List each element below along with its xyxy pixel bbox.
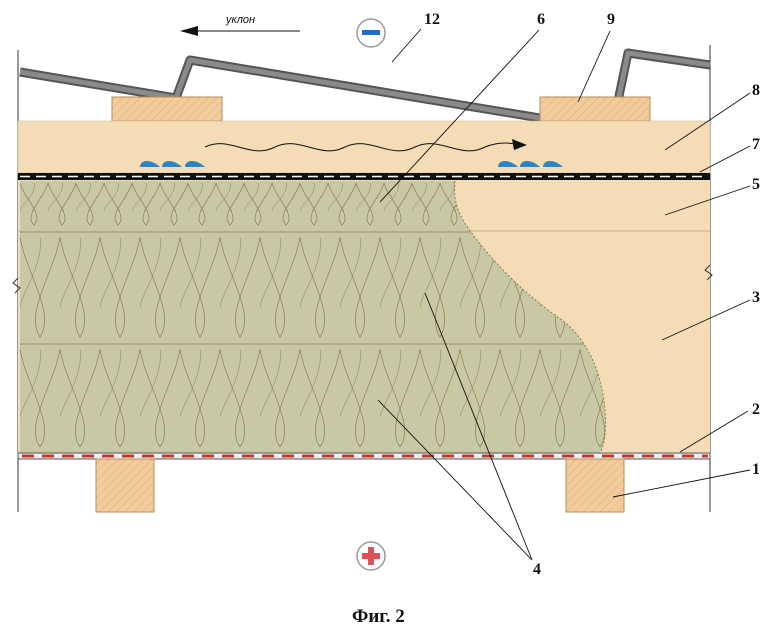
batten-left — [112, 97, 222, 121]
plus-circle-icon — [357, 542, 385, 570]
air-drop-icon-group-left — [140, 161, 205, 167]
callout-12: 12 — [424, 11, 440, 28]
callout-1: 1 — [752, 461, 760, 478]
callout-7: 7 — [752, 136, 760, 153]
callout-5: 5 — [752, 176, 760, 193]
callout-3: 3 — [752, 289, 760, 306]
slope-indicator: уклон — [180, 14, 300, 36]
ventilated-layer — [18, 121, 710, 173]
callout-4: 4 — [533, 561, 541, 578]
vapor-barrier — [18, 453, 710, 459]
slope-label: уклон — [225, 14, 255, 26]
batten-right — [540, 97, 650, 121]
callout-2: 2 — [752, 401, 760, 418]
callout-9: 9 — [607, 11, 615, 28]
figure-caption: Фиг. 2 — [352, 606, 405, 627]
rafter-right — [566, 459, 624, 512]
callout-8: 8 — [752, 82, 760, 99]
minus-circle-icon — [357, 19, 385, 47]
arrow-left-icon — [180, 26, 198, 36]
wind-membrane — [18, 173, 710, 180]
rafter-left — [96, 459, 154, 512]
callout-6: 6 — [537, 11, 545, 28]
air-drop-icon-group-right — [498, 161, 563, 167]
